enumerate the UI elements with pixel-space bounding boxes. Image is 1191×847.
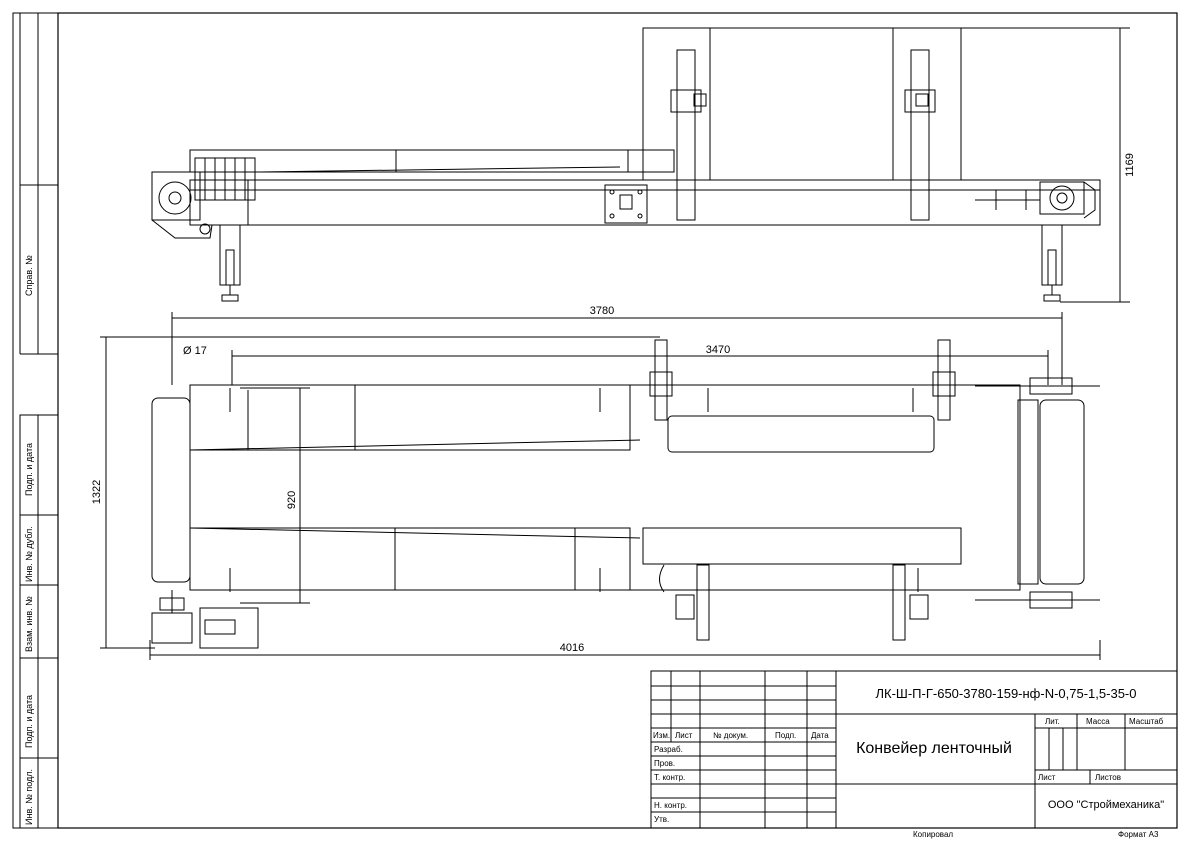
motor-plan — [199, 607, 259, 649]
tensioner — [1039, 181, 1085, 215]
lit-label: Лит. — [1045, 717, 1060, 726]
company-name: ООО "Строймеханика" — [1048, 799, 1164, 811]
massa-label: Масса — [1086, 717, 1110, 726]
col-podp: Подп. — [775, 731, 796, 740]
upper-beam — [189, 149, 675, 173]
side-elevation-view — [151, 27, 1130, 303]
row-razrab: Разраб. — [654, 745, 683, 754]
outer-frame — [12, 12, 1178, 829]
list-label: Лист — [1038, 773, 1056, 782]
dim-3780: 3780 — [590, 305, 614, 317]
dim-3470: 3470 — [706, 344, 730, 356]
col-izm: Изм. — [653, 731, 670, 740]
leg-left — [219, 224, 241, 286]
title-block — [650, 670, 1178, 829]
col-list: Лист — [675, 731, 693, 740]
side-label-3: Инв. № дубл. — [24, 526, 34, 582]
side-label-4: Взам. инв. № — [24, 596, 34, 652]
hood — [642, 27, 962, 181]
side-label-2: Подп. и дата — [24, 443, 34, 496]
head-drum — [151, 397, 191, 583]
dim-1169: 1169 — [1124, 153, 1136, 177]
masshtab-label: Масштаб — [1129, 717, 1164, 726]
side-column — [19, 13, 59, 829]
row-tkontr: Т. контр. — [654, 773, 685, 782]
dim-920: 920 — [286, 491, 298, 509]
leg-right — [1041, 224, 1063, 286]
bearing-plate — [604, 184, 648, 224]
drawing-name: Конвейер ленточный — [856, 740, 1012, 757]
col-ndoc: № докум. — [713, 731, 748, 740]
drawing-designation: ЛК-Ш-П-Г-650-3780-159-нф-N-0,75-1,5-35-0 — [876, 686, 1137, 701]
listov-label: Листов — [1095, 773, 1121, 782]
row-prov: Пров. — [654, 759, 675, 768]
row-nkontr: Н. контр. — [654, 801, 687, 810]
main-frame — [189, 179, 1101, 226]
col-data: Дата — [811, 731, 829, 740]
side-label-1: Справ. № — [24, 255, 34, 296]
inner-frame — [57, 12, 1178, 829]
gearbox — [151, 171, 201, 221]
copied-label: Копировал — [913, 830, 953, 839]
row-utv: Утв. — [654, 815, 669, 824]
side-label-6: Инв. № подл. — [24, 769, 34, 825]
format-label: Формат A3 — [1118, 830, 1159, 839]
dim-hole-dia: Ø 17 — [183, 345, 207, 357]
dim-4016: 4016 — [560, 642, 584, 654]
dim-1322: 1322 — [91, 480, 103, 504]
plan-view — [100, 312, 1101, 660]
side-label-5: Подп. и дата — [24, 695, 34, 748]
